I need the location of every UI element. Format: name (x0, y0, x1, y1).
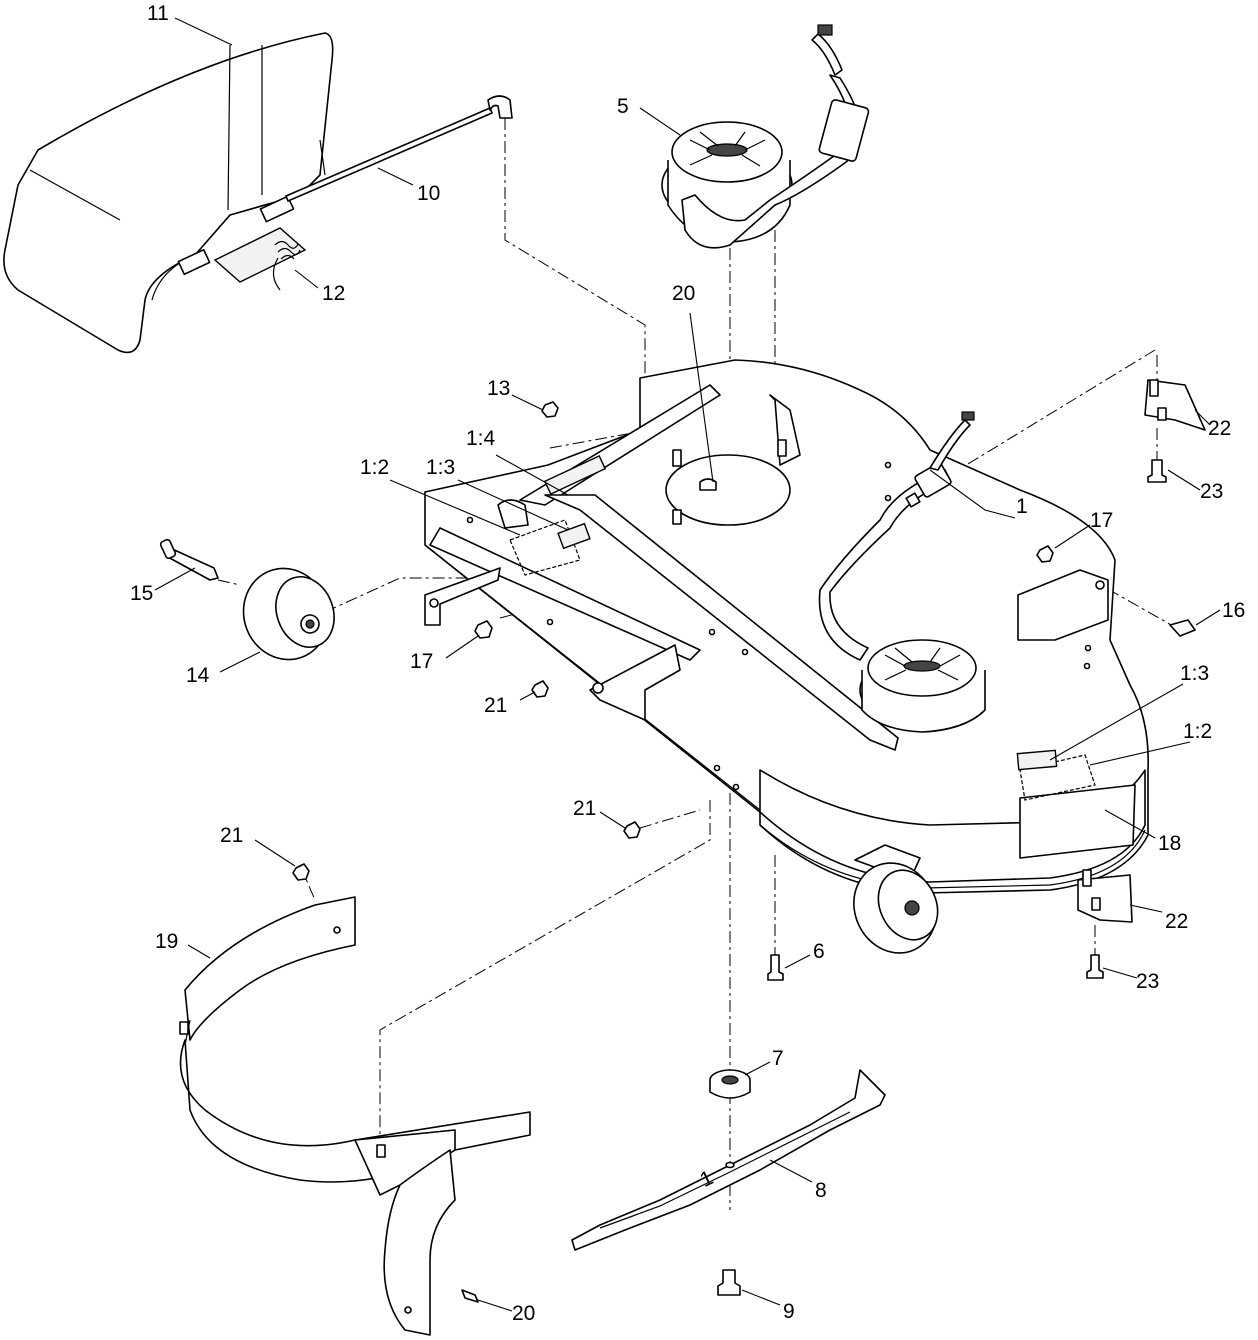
callout-17-right: 17 (1090, 509, 1113, 532)
blade-motor-lower (859, 639, 986, 733)
callout-18: 18 (1158, 832, 1181, 855)
wiring-harness (818, 411, 975, 661)
callout-11: 11 (147, 2, 169, 25)
callout-21-baffle: 21 (220, 824, 243, 847)
mower-deck-body (424, 359, 1149, 894)
bolts (461, 459, 1196, 1303)
side-bracket (1017, 569, 1109, 641)
callout-16: 16 (1222, 599, 1245, 622)
callout-1-3-right: 1:3 (1180, 662, 1209, 685)
callout-14: 14 (186, 664, 210, 687)
deck-holes (466, 461, 1092, 791)
blade-spacer (709, 1069, 751, 1099)
discharge-deflector (3, 32, 334, 354)
wheel-axle-bolt (159, 538, 219, 581)
callout-22-lower: 22 (1165, 910, 1188, 933)
callout-7: 7 (772, 1047, 784, 1070)
callout-labels: 11 5 10 12 20 13 1:4 1:2 1:3 1 17 16 22 … (130, 2, 1245, 1325)
torsion-spring (272, 240, 301, 291)
deck-rail (429, 384, 899, 751)
mower-blade: 1 (571, 1069, 886, 1251)
callout-15: 15 (130, 582, 153, 605)
decals (509, 519, 1096, 801)
callout-23-upper: 23 (1200, 480, 1223, 503)
callout-21-lower: 21 (573, 797, 596, 820)
deck-opening (665, 439, 791, 526)
callout-12: 12 (322, 282, 345, 305)
callout-20-lower: 20 (512, 1302, 535, 1325)
callout-9: 9 (783, 1300, 795, 1323)
callout-17-left: 17 (410, 650, 433, 673)
front-wheel (242, 567, 335, 661)
callout-13: 13 (487, 377, 510, 400)
blade-motor-upper (661, 24, 870, 249)
callout-22-upper: 22 (1208, 417, 1231, 440)
callout-1-2-left: 1:2 (360, 456, 389, 479)
callout-20-upper: 20 (672, 282, 695, 305)
callout-1-3-left: 1:3 (426, 456, 455, 479)
callout-23-lower: 23 (1136, 970, 1159, 993)
callout-1-4: 1:4 (466, 427, 496, 450)
callout-21-center: 21 (484, 694, 507, 717)
deflector-rod (285, 95, 513, 202)
callout-6: 6 (813, 940, 825, 963)
callout-19: 19 (155, 930, 178, 953)
hex-nuts (292, 401, 1054, 881)
callout-8: 8 (815, 1179, 827, 1202)
callout-5: 5 (617, 95, 629, 118)
rear-wheel (853, 844, 939, 954)
callout-1-2-right: 1:2 (1183, 720, 1212, 743)
wheel-mount-bracket (424, 567, 501, 626)
baffle-bracket-upper (1144, 379, 1206, 431)
leader-lines (154, 17, 1221, 1312)
baffle-bracket-lower (1077, 869, 1133, 923)
center-bracket (589, 644, 681, 721)
callout-10: 10 (417, 182, 440, 205)
callout-1: 1 (1016, 495, 1028, 518)
mulch-baffle (179, 896, 531, 1336)
